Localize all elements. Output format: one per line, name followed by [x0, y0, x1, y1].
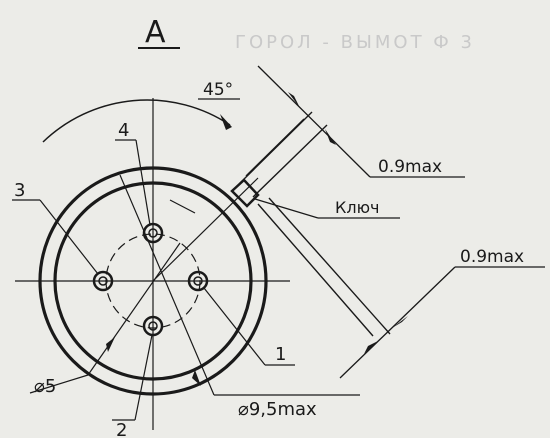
dia5-label: ⌀5	[34, 376, 56, 397]
pos2-leader	[134, 334, 153, 421]
dim-upper-arrow-1	[288, 92, 300, 108]
key-tab	[230, 178, 260, 208]
pos3-label: 3	[14, 180, 25, 201]
pos1-leader	[203, 287, 266, 366]
inner-ring	[53, 181, 253, 381]
faint-header-text: ГОРОЛ - ВЫМОТ Ф 3	[235, 32, 475, 53]
outer-ring	[38, 166, 268, 396]
angle-arc-arrowhead	[220, 114, 232, 130]
dia95-label: ⌀9,5max	[238, 399, 317, 420]
key-extension-lines	[239, 111, 328, 198]
pos4-label: 4	[118, 120, 129, 141]
key-label: Ключ	[335, 198, 380, 217]
pitch-circle	[105, 233, 201, 329]
pin-right	[187, 270, 209, 292]
dim-right-arrow-2	[392, 316, 408, 328]
center-lines	[15, 98, 290, 430]
dim-right-line	[339, 266, 456, 379]
pin-bottom	[142, 315, 164, 337]
angle-radius-line	[152, 177, 259, 282]
dia95-arrowhead	[192, 370, 201, 386]
key-band	[257, 197, 391, 337]
inner-dia-tick	[169, 199, 196, 214]
dia5-arrowhead	[106, 337, 115, 352]
pos4-leader	[135, 139, 151, 226]
dim-upper-arrow-2	[325, 129, 336, 145]
dim-right-arrow-1	[364, 341, 378, 354]
pos2-label: 2	[116, 420, 127, 438]
view-label: A	[145, 15, 166, 50]
dim-upper-label: 0.9max	[378, 157, 442, 177]
pos1-label: 1	[275, 344, 286, 365]
dia95-leader	[119, 174, 215, 396]
pins	[92, 222, 209, 337]
dia5-leader	[87, 242, 181, 376]
pin-top	[142, 222, 164, 244]
pin-left	[92, 270, 114, 292]
dim-upper-line	[257, 65, 371, 178]
pos3-leader	[39, 199, 99, 275]
angle-arc	[42, 99, 231, 143]
dia5-shelf	[29, 374, 89, 394]
angle-label: 45°	[203, 80, 233, 100]
key-leader	[254, 198, 319, 219]
dim-right-label: 0.9max	[460, 247, 524, 267]
